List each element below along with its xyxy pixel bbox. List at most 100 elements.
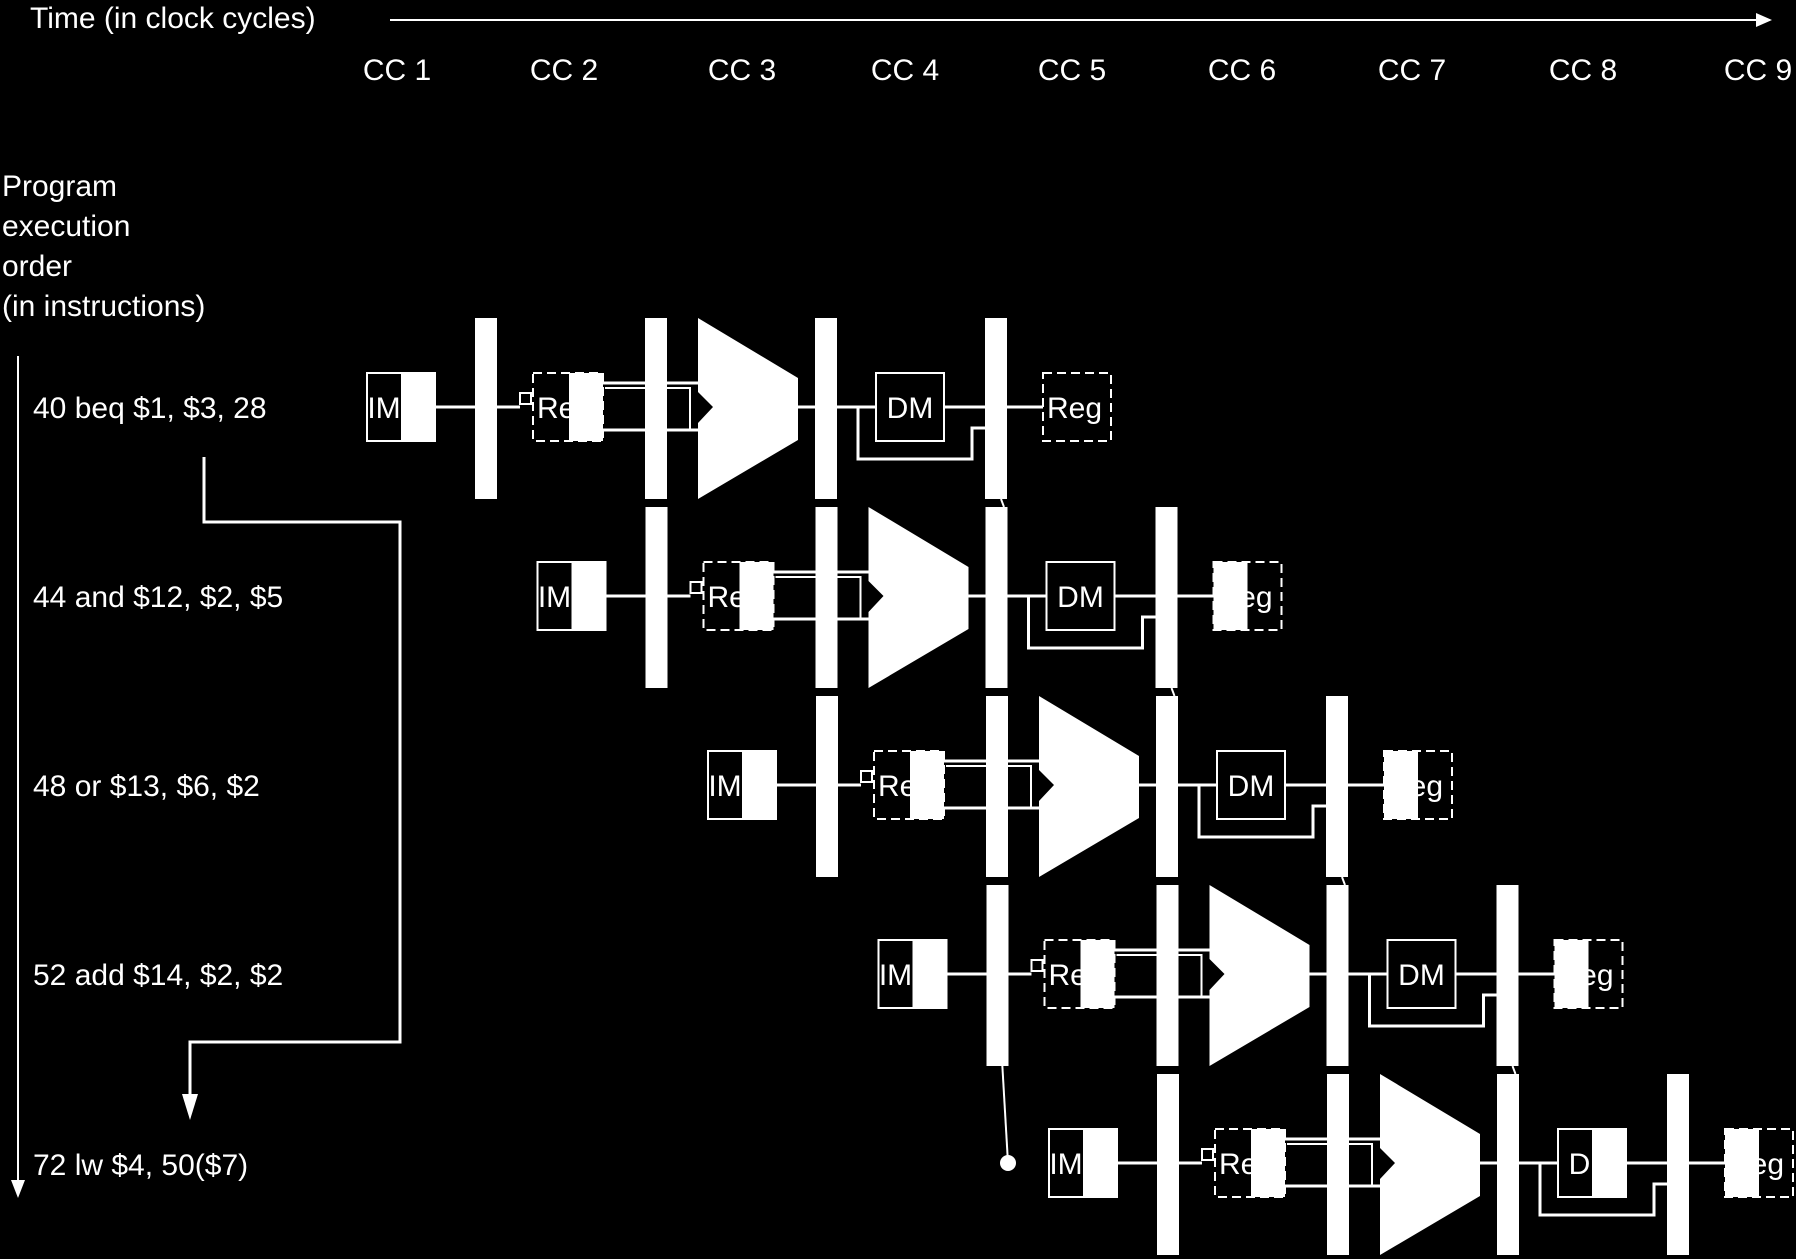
branch-resolve-dot	[1000, 1155, 1016, 1171]
id-ex-register	[1156, 885, 1179, 1066]
reg-read-fill	[1080, 940, 1115, 1008]
branch-target-path	[188, 457, 402, 1096]
reg-write-port	[519, 392, 532, 405]
mem-wb-register	[985, 318, 1007, 499]
reg-write-port	[689, 581, 703, 594]
dm-bypass-wire	[1027, 596, 1156, 650]
im-box-fill	[742, 751, 776, 819]
im-label: IM	[538, 581, 571, 614]
instruction-label-5: 72 lw $4, 50($7)	[33, 1149, 248, 1182]
pipeline-row-2: IM Reg DM Reg	[536, 507, 1283, 697]
alu-unit	[698, 318, 798, 499]
reg-write-label: Reg	[1047, 392, 1102, 425]
alu-bypass-wire	[775, 576, 862, 619]
row-link-line	[1511, 1065, 1517, 1075]
dm-bypass-wire	[1197, 785, 1326, 839]
cycle-label-8: CC 8	[1549, 54, 1617, 87]
im-box-fill	[912, 940, 947, 1008]
order-label-line-2: execution	[2, 210, 130, 243]
instruction-label-1: 40 beq $1, $3, 28	[33, 392, 267, 425]
dm-bypass-wire	[1368, 974, 1497, 1028]
reg-write-fill	[1725, 1129, 1759, 1197]
pipeline-row-4: IM Reg DM Reg	[877, 885, 1624, 1075]
alu-unit	[868, 507, 969, 688]
if-id-register	[1157, 1074, 1179, 1255]
cycle-label-6: CC 6	[1208, 54, 1276, 87]
reg-write-port	[860, 770, 873, 783]
cycle-label-2: CC 2	[530, 54, 598, 87]
cycle-label-7: CC 7	[1378, 54, 1446, 87]
alu-unit	[1039, 696, 1139, 877]
order-label-line-3: order	[2, 250, 72, 283]
im-label: IM	[708, 770, 741, 803]
mem-wb-register	[1155, 507, 1178, 688]
id-ex-register	[1327, 1074, 1349, 1255]
mem-wb-register	[1667, 1074, 1689, 1255]
row-link-line	[1170, 687, 1176, 697]
reg-read-fill	[1251, 1129, 1285, 1197]
time-axis-arrowhead	[1756, 13, 1772, 27]
id-ex-register	[986, 696, 1008, 877]
ex-mem-register	[1156, 696, 1178, 877]
if-id-register	[816, 696, 838, 877]
dm-label: DM	[1569, 1148, 1616, 1181]
dm-box-fill	[1592, 1129, 1626, 1197]
dm-label: DM	[1228, 770, 1275, 803]
reg-write-port	[1030, 959, 1044, 972]
im-box-fill	[401, 373, 435, 441]
if-id-register	[645, 507, 668, 688]
ex-mem-register	[1497, 1074, 1519, 1255]
reg-read-label: Reg	[1049, 959, 1104, 992]
im-label: IM	[1049, 1148, 1082, 1181]
reg-write-label: Reg	[1218, 581, 1273, 614]
branch-resolve-line	[1001, 1059, 1009, 1164]
alu-bypass-wire	[605, 387, 691, 430]
reg-write-box	[1042, 372, 1112, 442]
alu-bypass-wire	[1116, 954, 1203, 997]
reg-write-label: Reg	[1388, 770, 1443, 803]
ex-mem-register	[985, 507, 1008, 688]
cycle-label-3: CC 3	[708, 54, 776, 87]
alu-unit	[1380, 1074, 1480, 1255]
dm-label: DM	[1398, 959, 1445, 992]
cycle-label-9: CC 9	[1724, 54, 1792, 87]
dm-bypass-wire	[856, 407, 985, 461]
im-box-fill	[1083, 1129, 1117, 1197]
cycle-label-4: CC 4	[871, 54, 939, 87]
reg-read-fill	[569, 373, 603, 441]
instruction-label-3: 48 or $13, $6, $2	[33, 770, 260, 803]
reg-read-label: Reg	[708, 581, 763, 614]
order-axis-arrowhead	[11, 1180, 25, 1198]
im-label: IM	[879, 959, 912, 992]
alu-bypass-wire	[1287, 1143, 1373, 1186]
if-id-register	[475, 318, 497, 499]
reg-write-port	[1201, 1148, 1214, 1161]
dm-bypass-wire	[1538, 1163, 1667, 1217]
order-label-line-4: (in instructions)	[2, 290, 205, 323]
if-id-register	[986, 885, 1009, 1066]
reg-write-fill	[1554, 940, 1589, 1008]
im-box-fill	[571, 562, 606, 630]
alu-unit	[1209, 885, 1310, 1066]
reg-write-label: Reg	[1729, 1148, 1784, 1181]
id-ex-register	[815, 507, 838, 688]
branch-target-arrowhead	[182, 1094, 198, 1120]
mem-wb-register	[1496, 885, 1519, 1066]
row-link-line	[1000, 498, 1005, 508]
im-label: IM	[367, 392, 400, 425]
order-label-line-1: Program	[2, 170, 117, 203]
ex-mem-register	[815, 318, 837, 499]
instruction-label-2: 44 and $12, $2, $5	[33, 581, 283, 614]
dm-label: DM	[1057, 581, 1104, 614]
id-ex-register	[645, 318, 667, 499]
reg-write-fill	[1384, 751, 1418, 819]
reg-read-fill	[739, 562, 774, 630]
time-axis-label: Time (in clock cycles)	[30, 2, 316, 35]
reg-write-label: Reg	[1559, 959, 1614, 992]
